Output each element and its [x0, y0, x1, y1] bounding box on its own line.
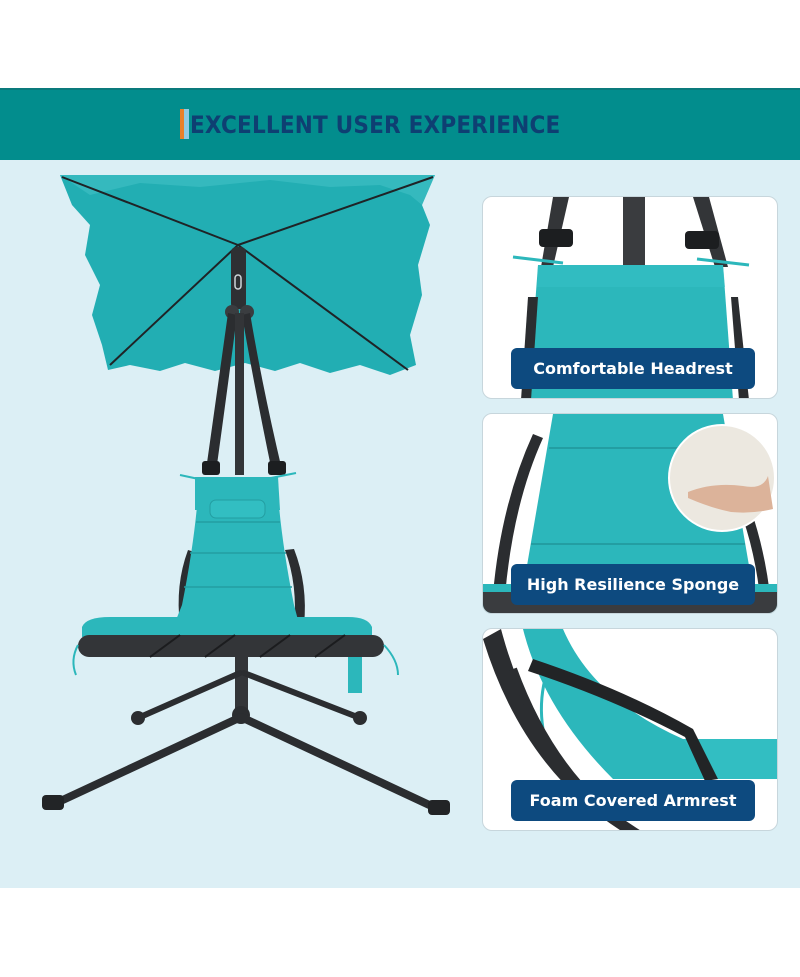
feature-card-sponge: High Resilience Sponge [482, 413, 778, 614]
feature-label-armrest: Foam Covered Armrest [511, 780, 755, 821]
feature-label-headrest: Comfortable Headrest [511, 348, 755, 389]
feature-card-armrest: Foam Covered Armrest [482, 628, 778, 831]
feature-card-headrest: Comfortable Headrest [482, 196, 778, 399]
header-banner: EXCELLENT USER EXPERIENCE [0, 88, 800, 160]
main-product-image [30, 165, 470, 830]
title-accent-blue [184, 109, 189, 139]
title-accent-orange [180, 109, 184, 139]
feature-label-sponge: High Resilience Sponge [511, 564, 755, 605]
page-title: EXCELLENT USER EXPERIENCE [190, 111, 561, 139]
hanging-chair-icon [42, 175, 450, 815]
